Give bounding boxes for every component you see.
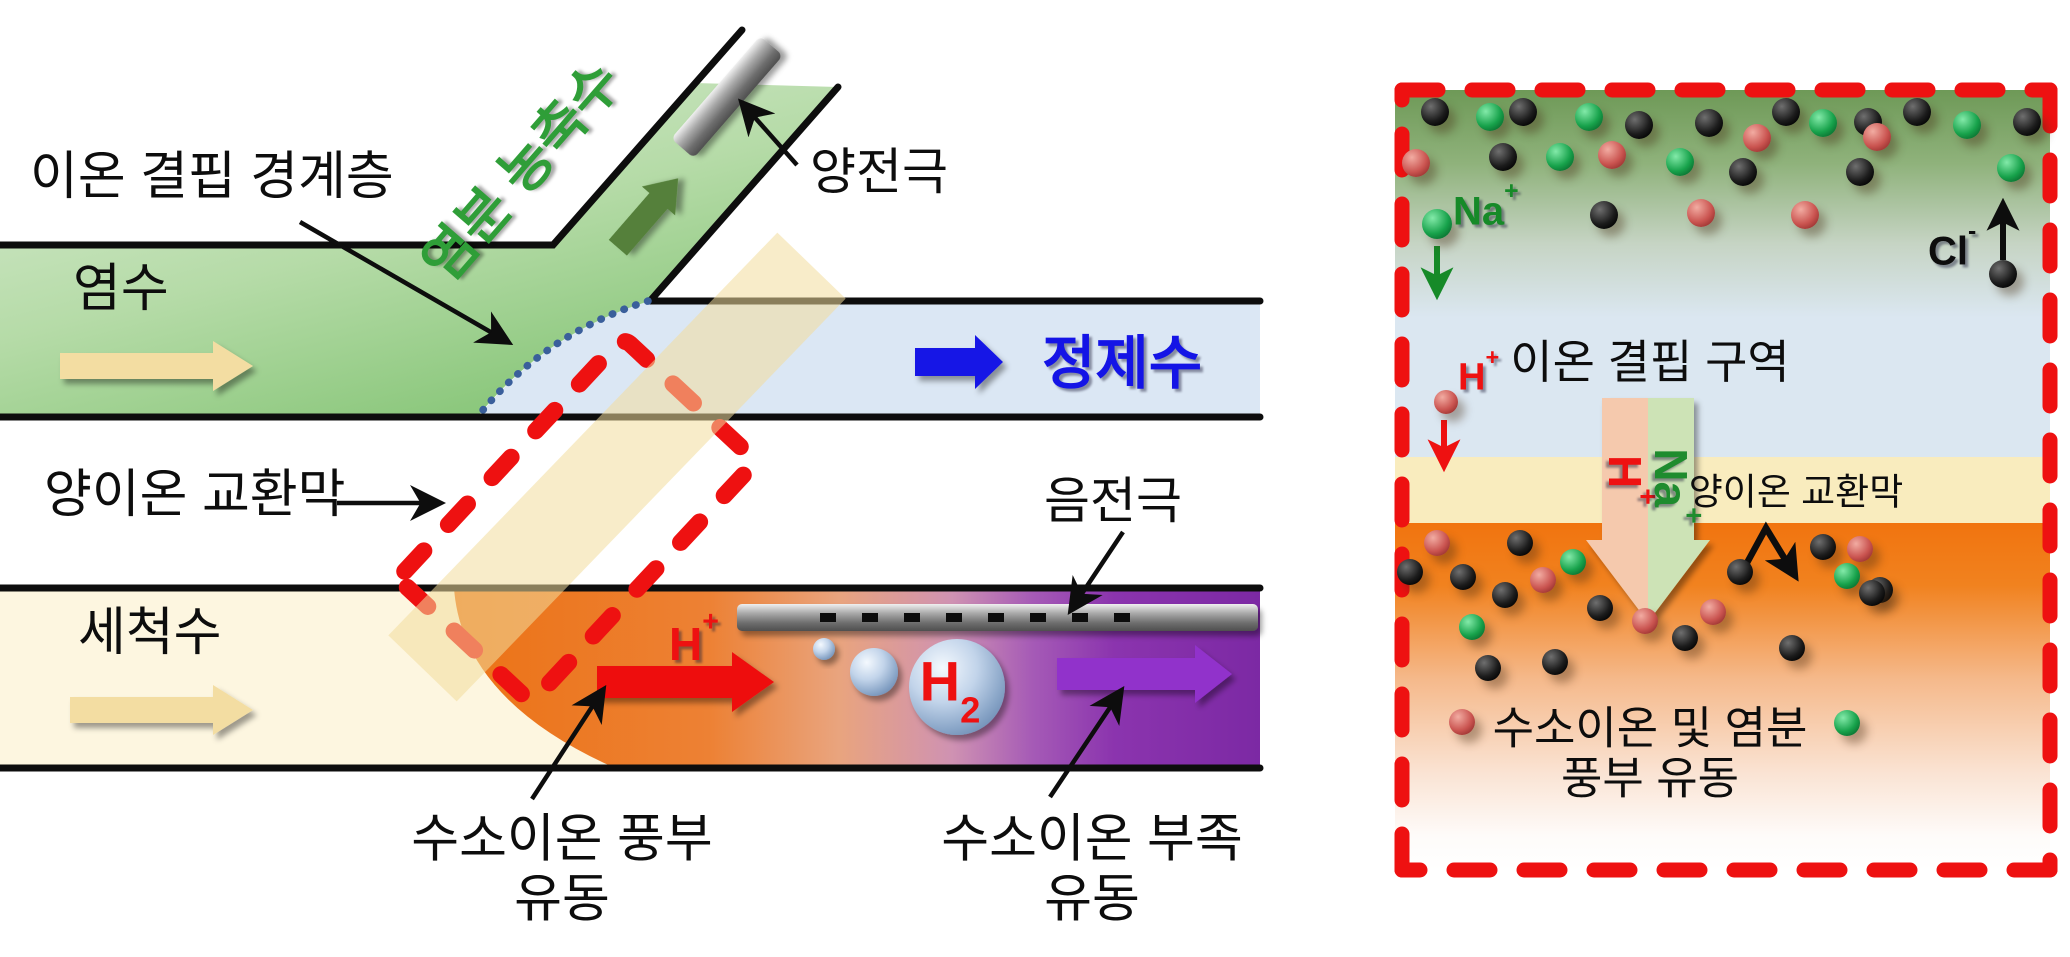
anode-pointer — [738, 98, 799, 167]
boundary-layer-pointer — [298, 220, 514, 345]
h2-label: H2 — [919, 649, 981, 729]
cathode-label: 음전극 — [1044, 473, 1182, 529]
anode-bar — [673, 38, 781, 156]
concentrate-flow-arrow — [608, 178, 679, 256]
inset-membrane-band — [1395, 457, 2050, 523]
h-plus-label: H+ — [669, 607, 719, 670]
deficient-flow-label-line1: 수소이온 부족 — [941, 810, 1243, 869]
inset-membrane-label: 양이온 교환막 — [1688, 471, 1904, 513]
anode-label: 양전극 — [810, 144, 948, 200]
rinse-label: 세척수 — [78, 604, 222, 662]
h-ion-dot — [1434, 390, 1458, 414]
deficient-flow-label-line2: 유동 — [1044, 870, 1140, 929]
cathode-minus-marks — [820, 613, 1130, 622]
rinse-flow-arrow — [70, 685, 253, 735]
hydrogen-bubbles — [813, 638, 1005, 735]
cation-exchange-membrane-band — [388, 232, 846, 702]
na-ion-dot — [1422, 209, 1452, 239]
h-inset-label: H+ — [1458, 345, 1499, 399]
ion-transport-split-arrow — [1586, 398, 1710, 622]
h-inset-base: H — [1458, 356, 1486, 399]
arrow-na-label: Na+ — [1645, 448, 1709, 523]
arrow-h-label: H+ — [1599, 455, 1663, 505]
membrane-label: 양이온 교환막 — [44, 466, 346, 524]
cl-label: Cl- — [1928, 218, 1976, 274]
depletion-zone-label: 이온 결핍 구역 — [1510, 335, 1790, 388]
arrow-na-base: Na — [1645, 448, 1698, 508]
inset-rich-flow-line1: 수소이온 및 염분 — [1492, 702, 1808, 754]
cl-base: Cl — [1928, 229, 1968, 274]
h2-base: H — [919, 649, 961, 713]
purified-label: 정제수 — [1042, 331, 1203, 396]
h-plus-sup: + — [702, 605, 719, 638]
na-base: Na — [1453, 189, 1505, 234]
na-sup: + — [1504, 177, 1519, 205]
deficient-flow-pointer — [1048, 686, 1125, 799]
label-pointer-arrows — [298, 98, 1125, 801]
inset-rich-flow-line2: 풍부 유동 — [1560, 752, 1740, 804]
na-label: Na+ — [1453, 178, 1519, 234]
h-plus-flow-arrow — [597, 652, 774, 712]
h2-sub: 2 — [960, 689, 981, 731]
brine-flow-arrow — [60, 341, 253, 391]
h-plus-base: H — [669, 617, 703, 670]
h-inset-sup: + — [1485, 344, 1500, 371]
brine-channel-fill — [0, 83, 838, 416]
boundary-layer-label: 이온 결핍 경계층 — [30, 148, 394, 206]
rich-flow-pointer — [530, 684, 607, 801]
cl-ion-dot — [1989, 260, 2017, 288]
membrane-bounce-arrow — [1739, 521, 1799, 582]
arrow-h-base: H — [1599, 455, 1652, 489]
inset-dashed-border — [1394, 82, 2058, 878]
rich-flow-label-line1: 수소이온 풍부 — [411, 810, 713, 869]
arrow-na-sup: + — [1677, 507, 1710, 524]
rich-flow-label-line2: 유동 — [514, 870, 610, 929]
depletion-boundary-dotted-curve — [474, 297, 652, 420]
cl-sup: - — [1968, 217, 1977, 245]
inset-brine-zone — [1395, 90, 2050, 457]
inset-acidic-zone — [1395, 523, 2050, 870]
purified-flow-arrow — [915, 335, 1003, 389]
brine-label: 염수 — [73, 260, 169, 318]
cathode-pointer — [1067, 530, 1125, 615]
